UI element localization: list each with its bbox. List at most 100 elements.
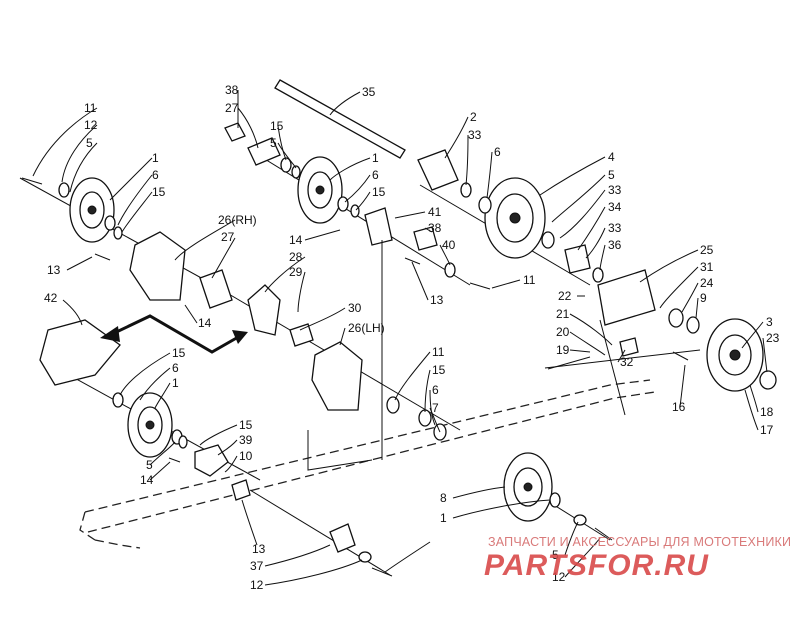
callout-label: 40 — [442, 238, 456, 252]
callout-labels: 11125161513421426(RH)2738271551615142829… — [0, 0, 780, 592]
callout-label: 31 — [700, 260, 714, 274]
callout-label: 5 — [608, 168, 615, 182]
block-37 — [329, 523, 356, 553]
callout-label: 9 — [700, 291, 707, 305]
bracket-26-lh — [311, 341, 363, 411]
callout-label: 15 — [172, 346, 186, 360]
wheel-lower-left — [127, 392, 173, 458]
callout-label: 41 — [428, 205, 442, 219]
watermark-tagline: ЗАПЧАСТИ И АКСЕССУАРЫ ДЛЯ МОТОТЕХНИКИ — [488, 535, 792, 549]
callout-label: 38 — [428, 221, 442, 235]
callout-label: 10 — [239, 449, 253, 463]
direction-arrow — [100, 314, 248, 354]
callout-label: 13 — [252, 542, 266, 556]
callout-label: 21 — [556, 307, 570, 321]
callout-label: 37 — [250, 559, 264, 573]
callout-label: 3 — [766, 315, 773, 329]
spacers — [199, 122, 639, 501]
callout-label: 4 — [608, 150, 615, 164]
callout-label: 20 — [556, 325, 570, 339]
callout-label: 14 — [198, 316, 212, 330]
callout-label: 42 — [44, 291, 58, 305]
callout-label: 22 — [558, 289, 572, 303]
callout-label: 15 — [432, 363, 446, 377]
callout-label: 12 — [84, 118, 98, 132]
callout-label: 12 — [250, 578, 264, 592]
plate-25 — [597, 269, 656, 326]
slide-rail — [79, 379, 656, 549]
callout-label: 11 — [523, 273, 536, 287]
block-39 — [194, 444, 229, 477]
callout-label: 1 — [172, 376, 179, 390]
callout-label: 7 — [432, 401, 439, 415]
callout-label: 32 — [620, 355, 634, 369]
callout-label: 27 — [225, 101, 239, 115]
callout-label: 1 — [372, 151, 379, 165]
callout-label: 25 — [700, 243, 714, 257]
callout-label: 27 — [221, 230, 235, 244]
callout-label: 5 — [86, 136, 93, 150]
callout-label: 6 — [494, 145, 501, 159]
callout-label: 15 — [239, 418, 253, 432]
callout-label: 34 — [608, 200, 622, 214]
callout-label: 26(RH) — [218, 213, 257, 227]
callout-label: 36 — [608, 238, 622, 252]
reference-lines — [307, 240, 626, 471]
callout-label: 11 — [84, 101, 97, 115]
callout-label: 38 — [225, 83, 239, 97]
callout-label: 5 — [146, 458, 153, 472]
callout-label: 1 — [152, 151, 159, 165]
callout-label: 1 — [440, 511, 447, 525]
arm-28 — [247, 284, 281, 336]
wheel-large-4 — [484, 177, 546, 259]
callout-label: 14 — [289, 233, 303, 247]
callout-label: 5 — [552, 548, 559, 562]
wheels — [69, 156, 764, 522]
callout-label: 13 — [47, 263, 61, 277]
callout-label: 6 — [152, 168, 159, 182]
wheel-top-left — [69, 177, 115, 243]
callout-label: 15 — [372, 185, 386, 199]
callout-label: 17 — [760, 423, 774, 437]
callout-label: 5 — [270, 136, 277, 150]
callout-label: 33 — [468, 128, 482, 142]
watermark-logo: PARTSFOR.RU — [484, 549, 709, 582]
callout-label: 6 — [372, 168, 379, 182]
bracket-41 — [364, 207, 393, 246]
callout-label: 16 — [672, 400, 686, 414]
callout-label: 35 — [362, 85, 376, 99]
main-shaft — [274, 79, 406, 159]
callout-label: 19 — [556, 343, 570, 357]
callout-label: 15 — [270, 119, 284, 133]
callout-label: 39 — [239, 433, 253, 447]
callout-label: 33 — [608, 221, 622, 235]
callout-label: 11 — [432, 345, 445, 359]
callout-label: 24 — [700, 276, 714, 290]
washers — [58, 157, 777, 563]
callout-label: 2 — [470, 110, 477, 124]
callout-label: 8 — [440, 491, 447, 505]
callout-label: 30 — [348, 301, 362, 315]
callout-label: 33 — [608, 183, 622, 197]
callout-label: 26(LH) — [348, 321, 385, 335]
callout-label: 29 — [289, 265, 303, 279]
leader-lines — [32, 90, 768, 586]
callout-label: 18 — [760, 405, 774, 419]
wheel-center-top — [297, 156, 343, 224]
wheel-lower-right — [503, 452, 553, 522]
brackets — [39, 207, 656, 553]
bolts — [21, 177, 689, 577]
callout-label: 14 — [140, 473, 154, 487]
arm-42 — [39, 319, 121, 386]
callout-label: 12 — [552, 570, 566, 584]
callout-label: 13 — [430, 293, 444, 307]
bracket-26-rh — [129, 231, 186, 301]
callout-label: 23 — [766, 331, 780, 345]
callout-label: 28 — [289, 250, 303, 264]
callout-label: 6 — [172, 361, 179, 375]
callout-label: 6 — [432, 383, 439, 397]
wheel-rear-3 — [706, 318, 764, 392]
callout-label: 15 — [152, 185, 166, 199]
